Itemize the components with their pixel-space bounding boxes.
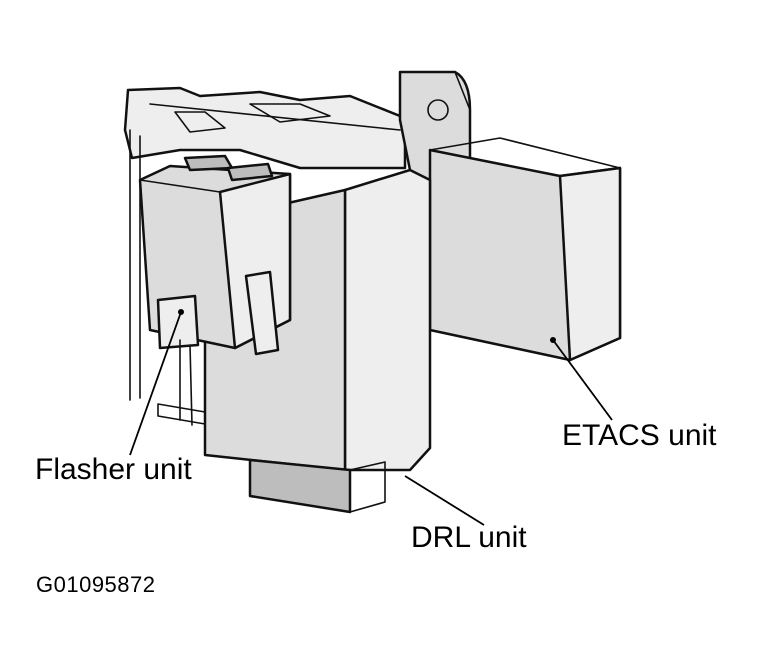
figure-id: G01095872: [36, 572, 156, 597]
etacs-unit-label: ETACS unit: [562, 419, 717, 452]
etacs-unit-leader-line: [552, 339, 613, 421]
flasher-unit-leader-line: [129, 311, 182, 456]
flasher-unit: [138, 154, 292, 426]
drl-unit-leader-line: [404, 475, 485, 526]
etacs-unit: [428, 137, 622, 362]
flasher-unit-label: Flasher unit: [35, 453, 192, 486]
drl-unit-label: DRL unit: [411, 521, 527, 554]
